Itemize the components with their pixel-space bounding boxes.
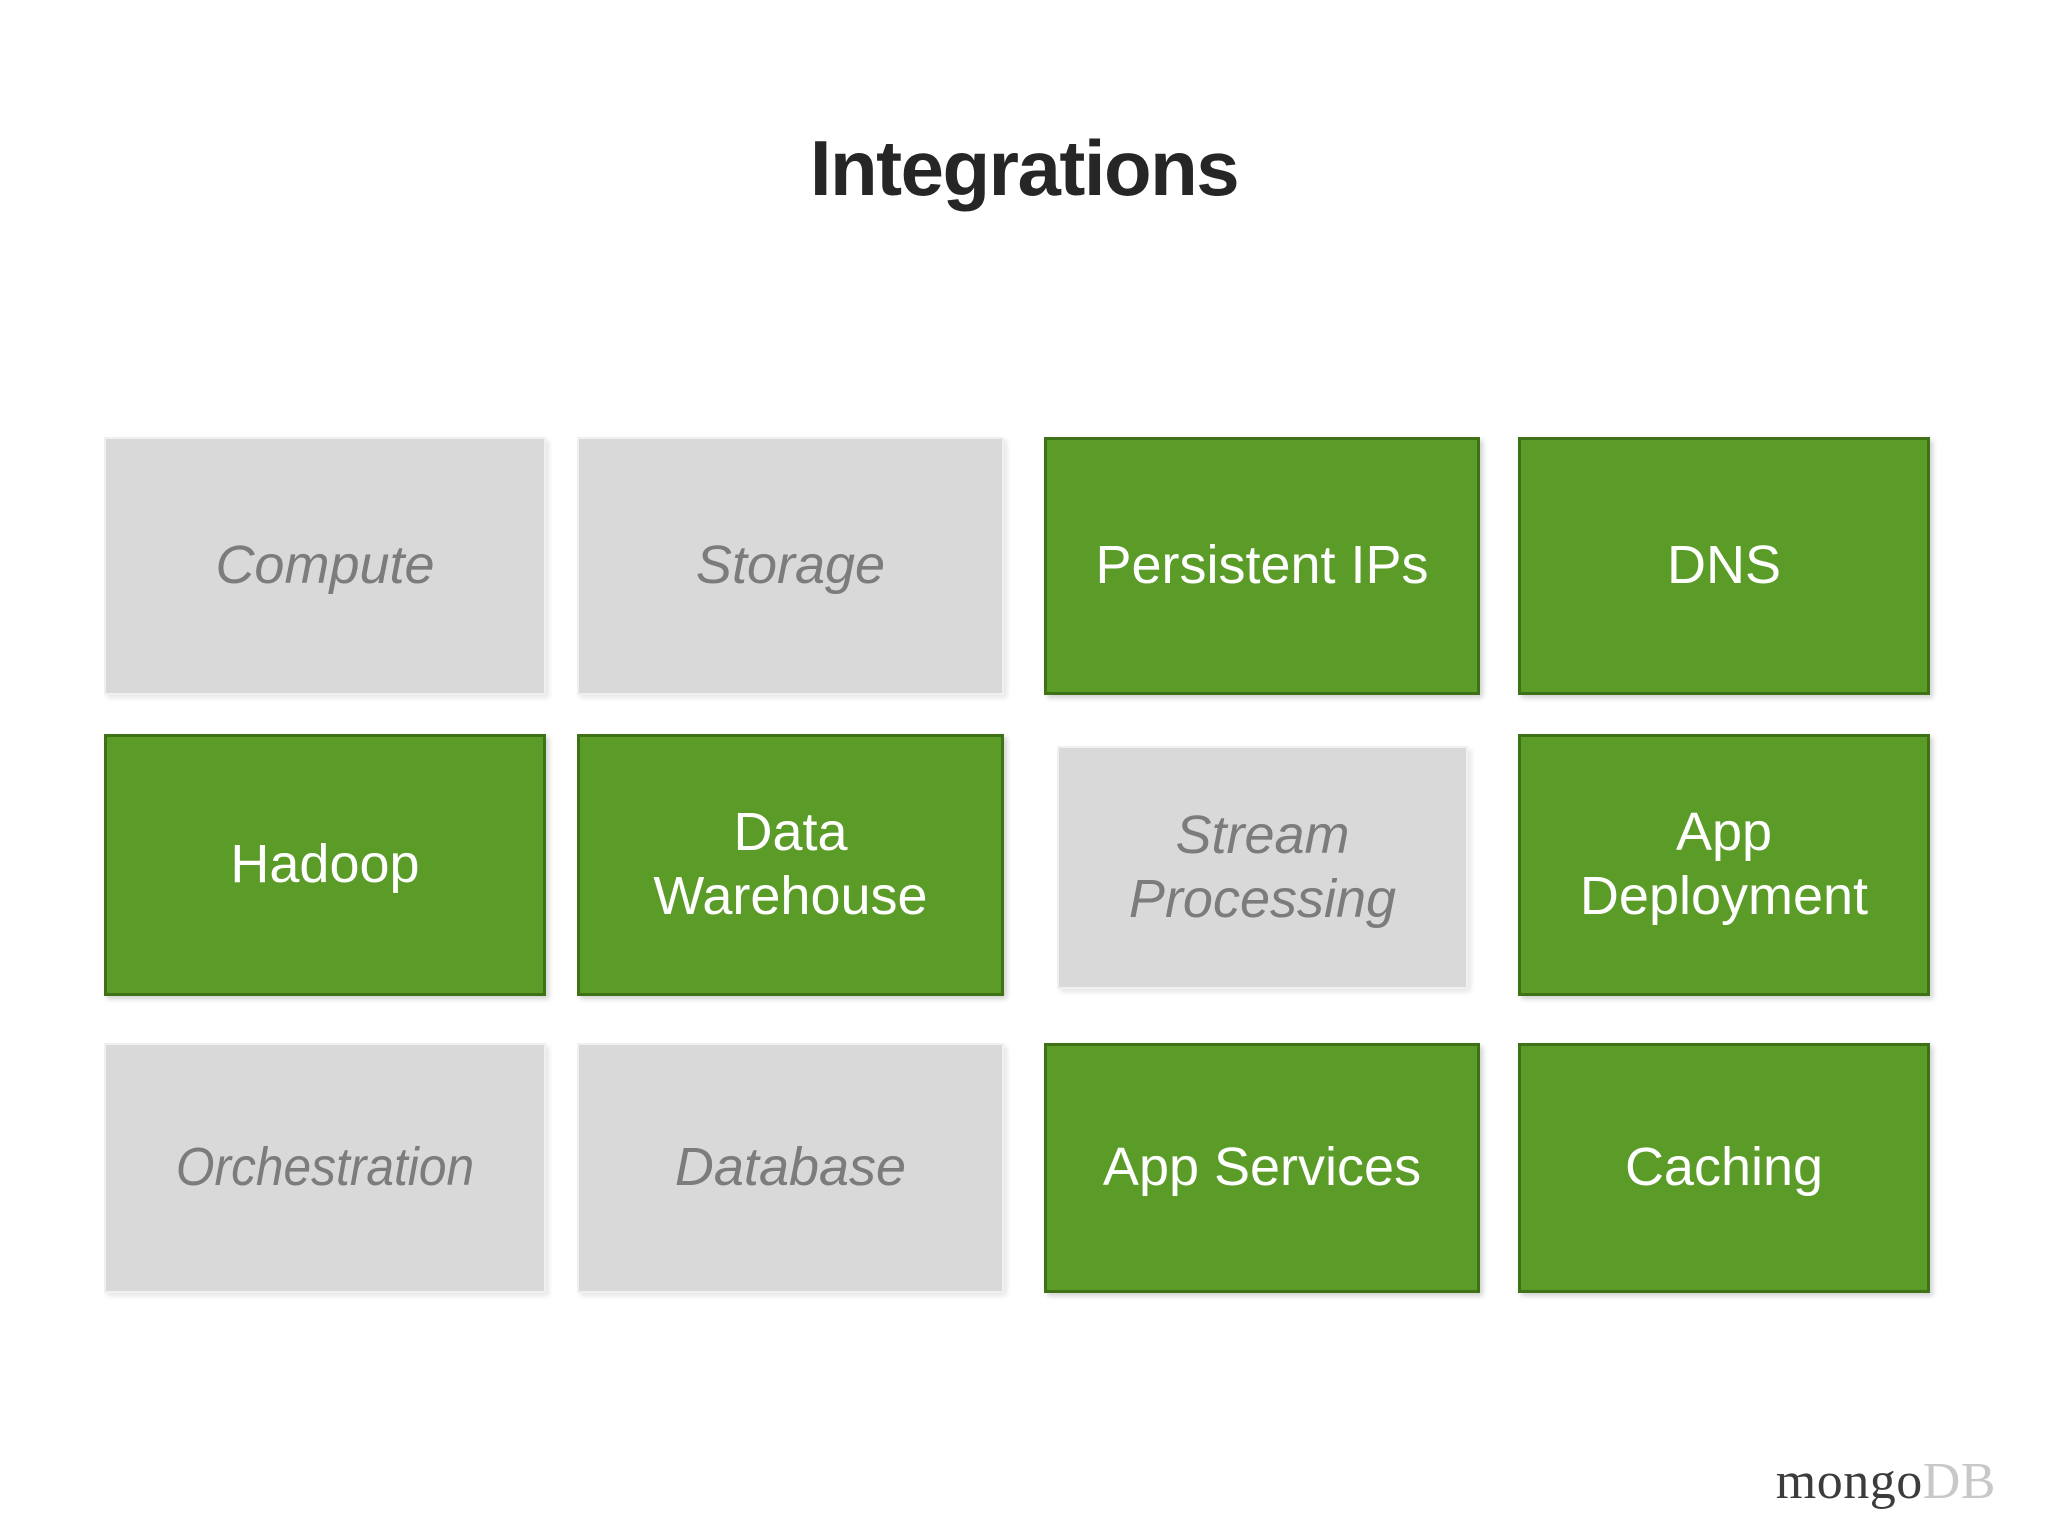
tile-label: App Deployment [1579,802,1869,926]
tile-hadoop[interactable]: Hadoop [104,734,546,996]
mongodb-logo: mongoDB [1776,1456,1996,1508]
tile-app-deployment[interactable]: App Deployment [1518,734,1930,996]
tile-label: Orchestration [175,1137,475,1198]
tile-label: Data Warehouse [653,802,928,926]
logo-primary-text: mongo [1775,1453,1923,1510]
tile-dns[interactable]: DNS [1518,437,1930,695]
tile-stream-processing[interactable]: Stream Processing [1057,746,1468,989]
tile-storage[interactable]: Storage [577,437,1004,695]
tile-caching[interactable]: Caching [1518,1043,1930,1293]
tile-label: Storage [695,535,886,596]
tile-label: Compute [215,535,435,596]
tile-app-services[interactable]: App Services [1044,1043,1480,1293]
tile-label: Database [674,1137,907,1198]
tile-label: App Services [1102,1137,1422,1198]
tile-data-warehouse[interactable]: Data Warehouse [577,734,1004,996]
tile-label: Hadoop [230,834,420,895]
tile-compute[interactable]: Compute [104,437,546,695]
tile-label: Caching [1624,1137,1824,1198]
tile-label: DNS [1666,535,1781,596]
logo-secondary-text: DB [1922,1453,1996,1510]
page-title: Integrations [809,124,1240,212]
tile-database[interactable]: Database [577,1043,1004,1293]
tile-orchestration[interactable]: Orchestration [104,1043,546,1293]
tile-persistent-ips[interactable]: Persistent IPs [1044,437,1480,695]
tile-label: Persistent IPs [1095,535,1429,596]
tile-label: Stream Processing [1128,804,1397,929]
